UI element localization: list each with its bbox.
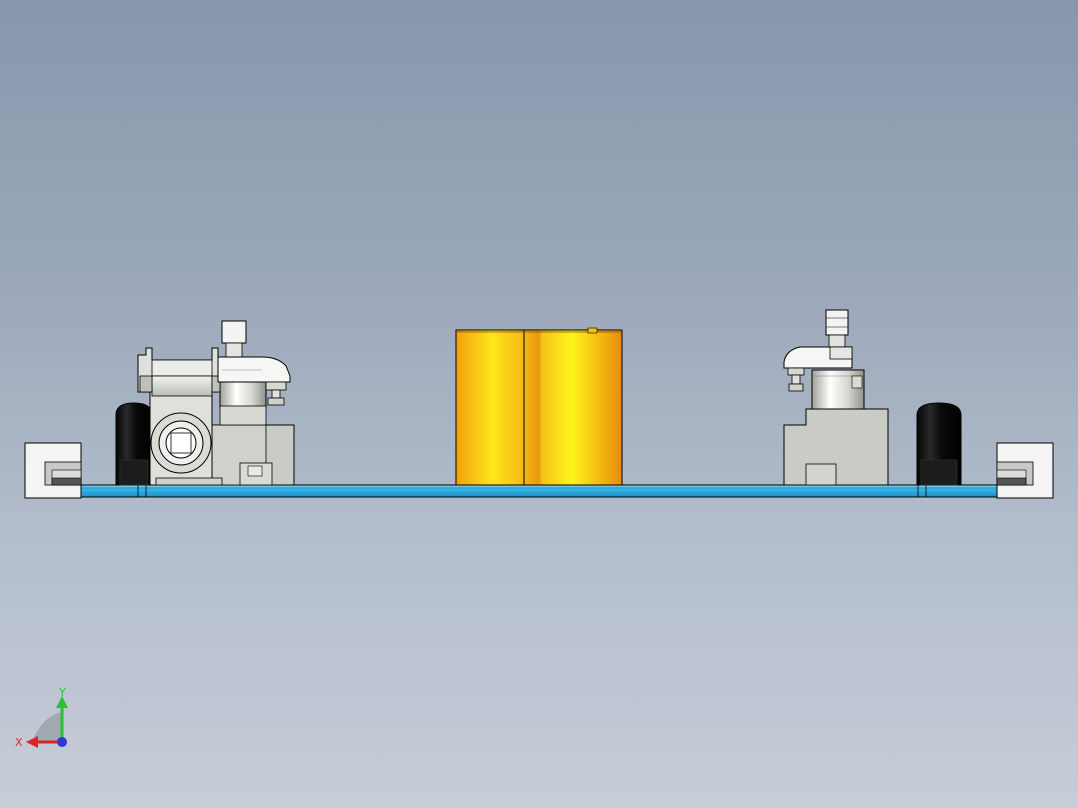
- right-end-bracket[interactable]: [996, 442, 1054, 499]
- right-black-cylinder[interactable]: [916, 402, 962, 486]
- left-clamp-fixture[interactable]: [137, 347, 295, 486]
- triad-plane-icon: [32, 712, 62, 742]
- reference-triad: Y X: [15, 686, 68, 749]
- triad-x-label: X: [15, 736, 23, 749]
- triad-y-label: Y: [58, 686, 66, 699]
- left-black-cylinder[interactable]: [115, 402, 153, 486]
- center-gold-cylinder[interactable]: [455, 327, 623, 486]
- blue-base-plate[interactable]: [51, 484, 1027, 498]
- triad-z-axis-icon: [57, 737, 67, 747]
- left-end-bracket[interactable]: [24, 442, 82, 499]
- right-toggle-clamp[interactable]: [783, 309, 863, 392]
- left-toggle-clamp[interactable]: [217, 320, 291, 406]
